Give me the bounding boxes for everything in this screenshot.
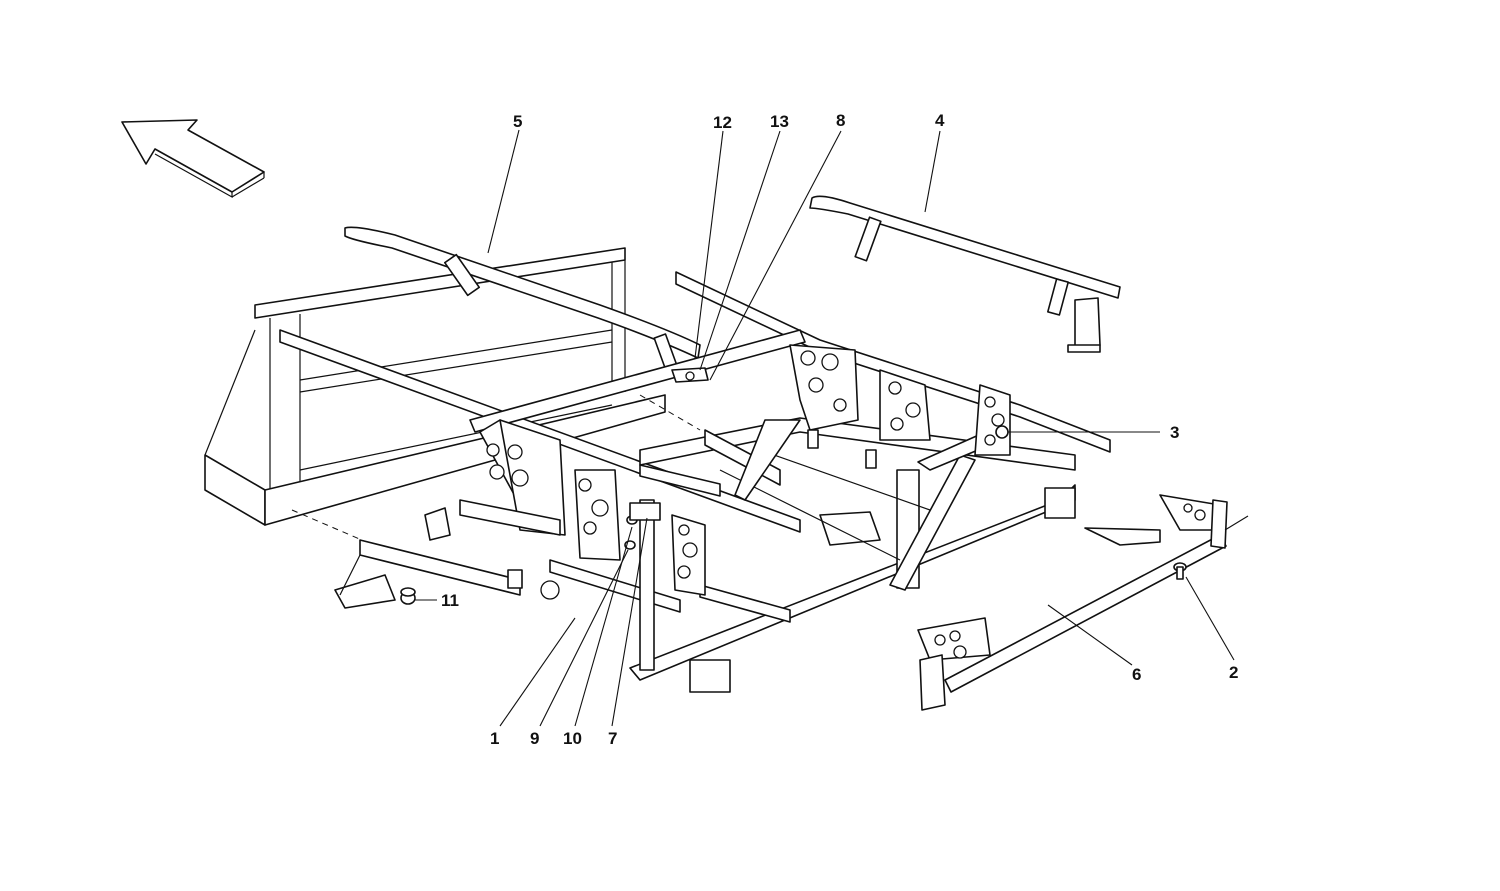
bolt-2 — [1173, 562, 1187, 580]
callout-2: 2 — [1229, 663, 1238, 682]
engine-compartment-outline — [204, 247, 701, 566]
callout-4: 4 — [935, 111, 945, 130]
bracket-12-13 — [671, 367, 709, 383]
upper-rail-left — [344, 226, 701, 373]
hardware-7-9-10 — [624, 502, 661, 550]
callout-1: 1 — [490, 729, 499, 748]
callout-5: 5 — [513, 112, 522, 131]
callout-3: 3 — [1170, 423, 1179, 442]
callout-labels: 5 12 13 8 4 3 11 1 9 10 7 6 2 — [441, 111, 1238, 748]
arrow-forward-icon — [121, 119, 265, 199]
callout-12: 12 — [713, 113, 732, 132]
upper-rail-right — [809, 195, 1121, 353]
callout-7: 7 — [608, 729, 617, 748]
gusset-plates-left — [479, 419, 706, 596]
callout-8: 8 — [836, 111, 845, 130]
nut-11 — [400, 587, 416, 605]
callout-10: 10 — [563, 729, 582, 748]
callout-11: 11 — [441, 591, 459, 610]
callout-13: 13 — [770, 112, 789, 131]
callout-6: 6 — [1132, 665, 1141, 684]
front-subframe — [334, 499, 561, 609]
fastener-3 — [995, 425, 1009, 439]
lower-cross-member — [917, 494, 1228, 711]
callout-9: 9 — [530, 729, 539, 748]
leader-lines — [415, 129, 1249, 727]
rear-gusset-towers — [789, 344, 1011, 469]
